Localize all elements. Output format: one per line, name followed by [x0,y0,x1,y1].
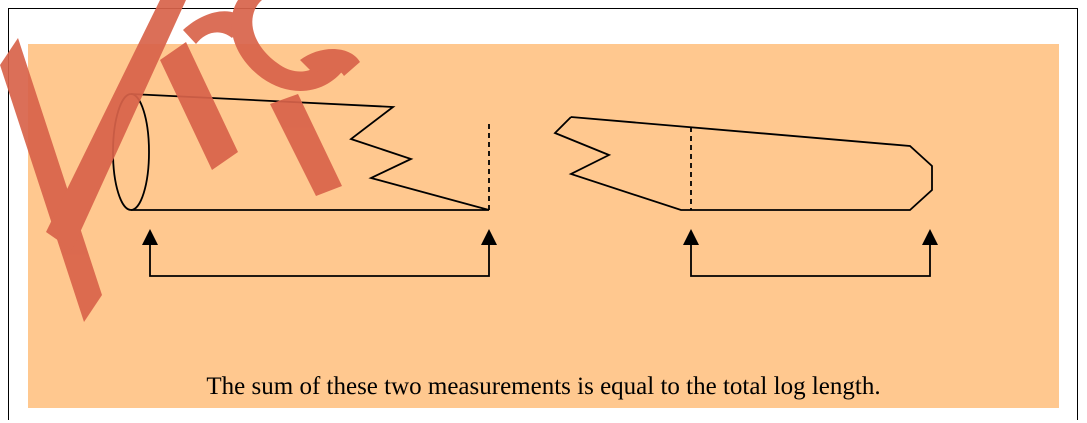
right-measurement-bracket [690,240,931,277]
arrow-up-icon [142,229,158,245]
watermark [0,0,360,322]
caption-text: The sum of these two measurements is equ… [206,373,881,400]
watermark-stroke-5 [231,0,345,91]
watermark-stroke-2 [46,0,186,250]
watermark-stroke-3 [160,42,238,170]
watermark-stroke-7 [300,48,360,76]
left-measurement [142,229,497,277]
watermark-stroke-1 [0,38,102,322]
right-log-outline [553,116,933,211]
left-measurement-bracket [149,240,490,277]
arrow-up-icon [922,229,938,245]
watermark-stroke-4 [183,11,246,44]
arrow-up-icon [481,229,497,245]
watermark-stroke-6 [270,94,342,196]
right-log [553,116,933,211]
arrow-up-icon [683,229,699,245]
right-measurement [683,229,938,277]
